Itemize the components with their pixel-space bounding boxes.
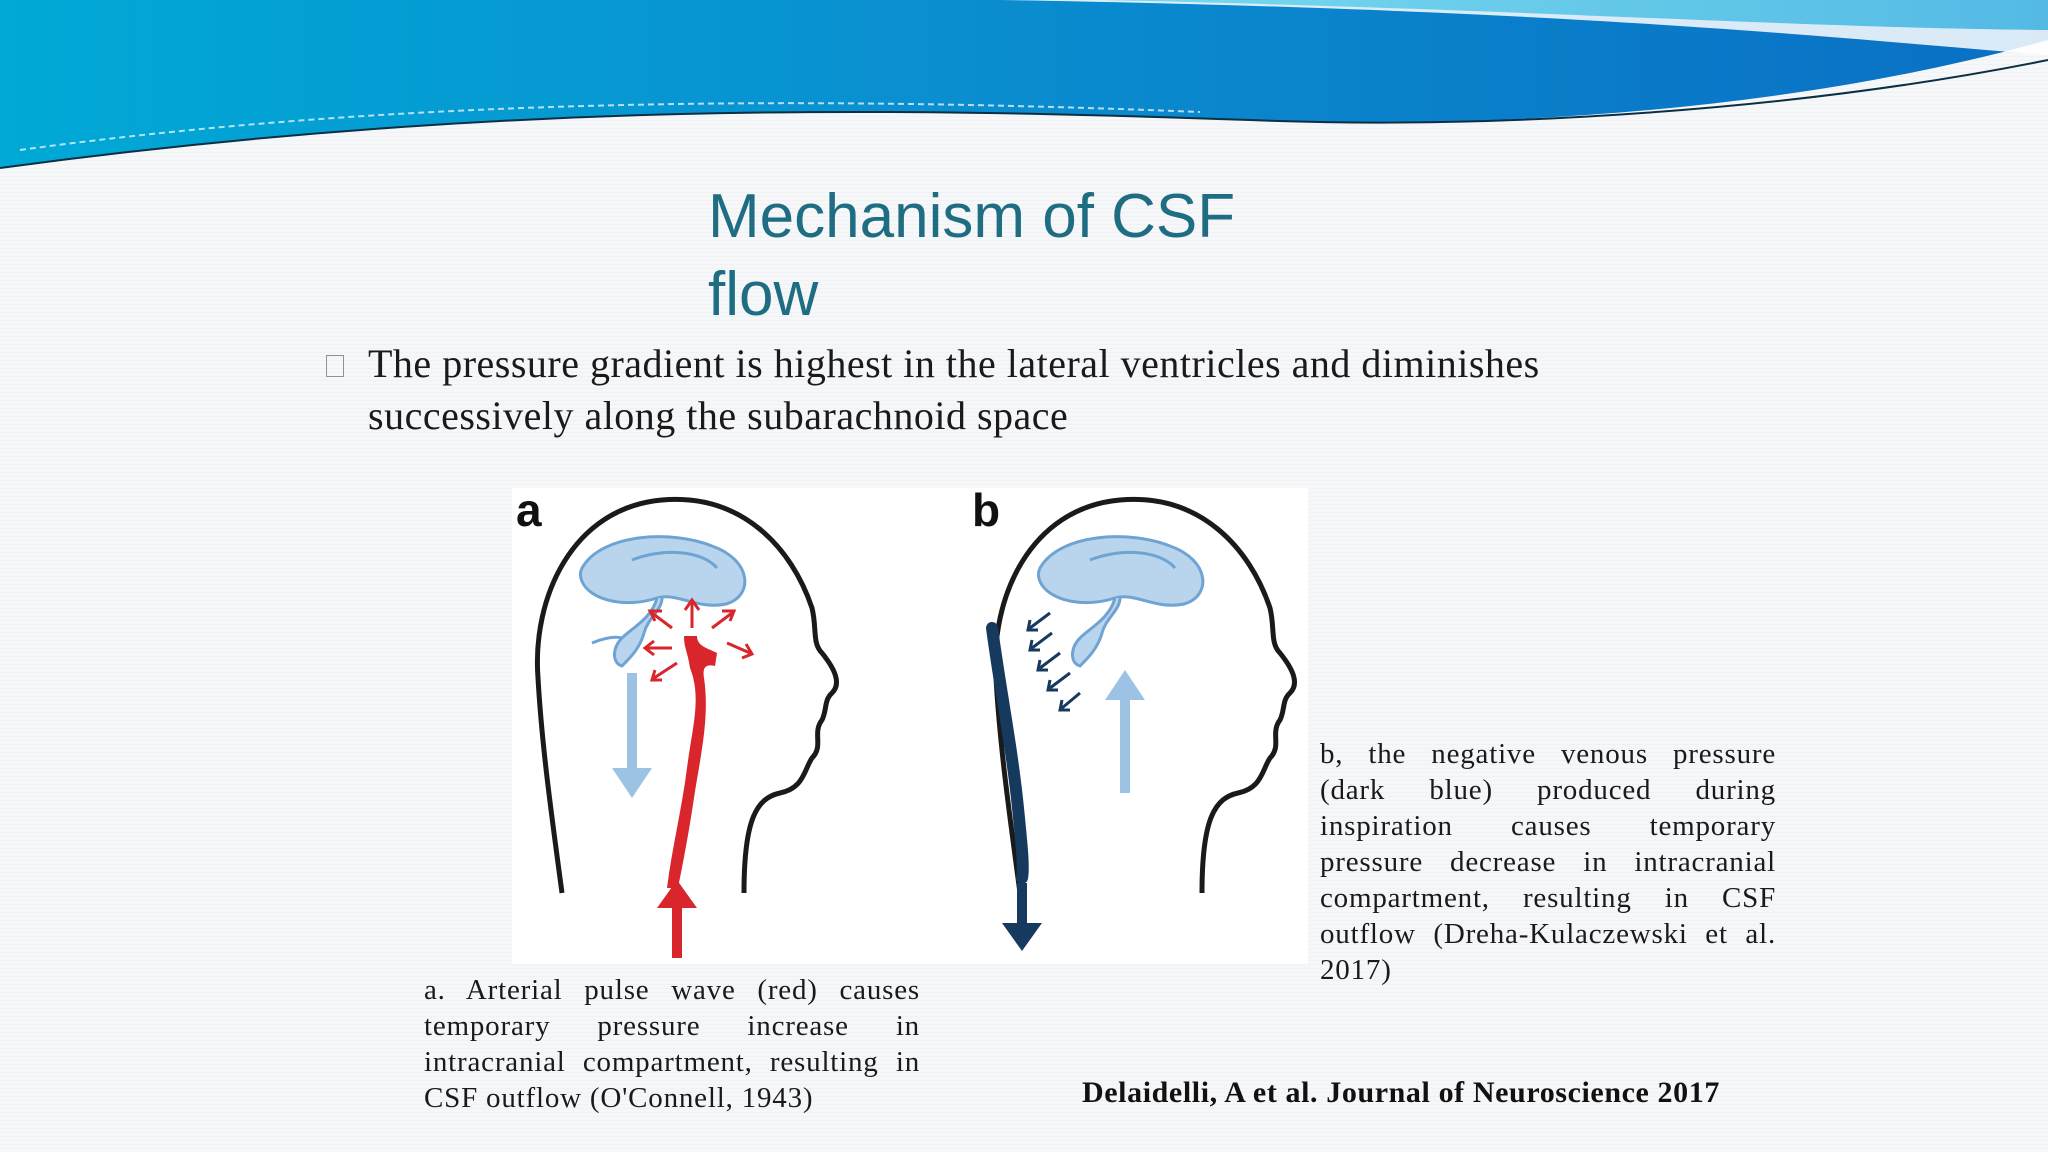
venous-vessel (986, 622, 1029, 884)
caption-panel-b: b, the negative venous pressure (dark bl… (1320, 738, 1776, 986)
pressure-arrows-red (642, 597, 755, 682)
caption-panel-a: a. Arterial pulse wave (red) causes temp… (424, 974, 920, 1114)
citation: Delaidelli, A et al. Journal of Neurosci… (1082, 1076, 1720, 1109)
panel-a-head (534, 496, 839, 958)
panel-a-label: a (516, 488, 542, 536)
csf-flow-figure: a (512, 488, 1308, 964)
slide-title: Mechanism of CSF flow (708, 182, 1236, 329)
lateral-ventricle (578, 535, 747, 607)
bullet-text: The pressure gradient is highest in the … (368, 341, 1540, 438)
fourth-ventricle (613, 597, 664, 668)
panel-b-label: b (972, 488, 1000, 536)
head-profile-icon (534, 496, 839, 894)
fourth-ventricle (1071, 597, 1122, 668)
bullet-square-icon (326, 355, 344, 377)
lateral-ventricle (1036, 535, 1205, 607)
pressure-arrows-dark (1026, 611, 1081, 712)
csf-flow-diagram: a (516, 488, 1297, 958)
header-wave-decoration (0, 0, 2048, 169)
arterial-vessel (667, 636, 717, 888)
panel-b-head (986, 496, 1297, 951)
